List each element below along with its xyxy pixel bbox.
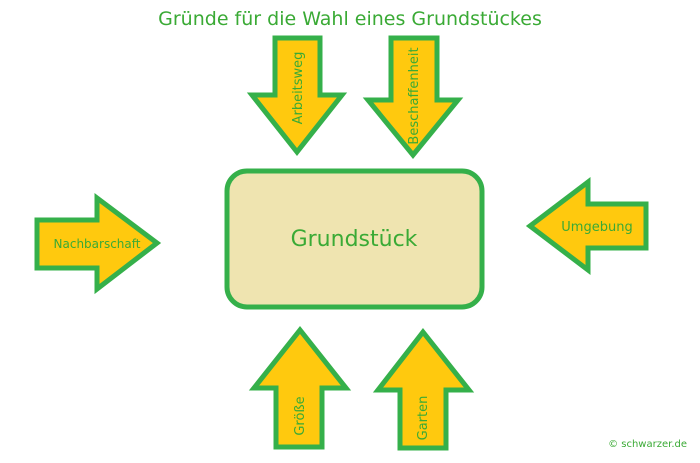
label-beschaffenheit: Beschaffenheit [407,47,422,144]
label-groesse: Größe [293,396,308,435]
arrow-garten [372,327,475,451]
label-umgebung: Umgebung [561,220,632,235]
arrow-arbeitsweg [246,35,348,157]
label-garten: Garten [416,396,431,441]
arrow-nachbarschaft [34,193,162,295]
label-nachbarschaft: Nachbarschaft [54,237,141,251]
arrow-umgebung [525,176,649,276]
label-arbeitsweg: Arbeitsweg [291,52,306,125]
diagram-title: Gründe für die Wahl eines Grundstückes [158,8,542,30]
arrow-groesse [248,325,352,450]
center-label: Grundstück [291,227,418,252]
arrow-beschaffenheit [362,35,464,159]
copyright: © schwarzer.de [608,439,687,450]
center-box [224,168,485,310]
